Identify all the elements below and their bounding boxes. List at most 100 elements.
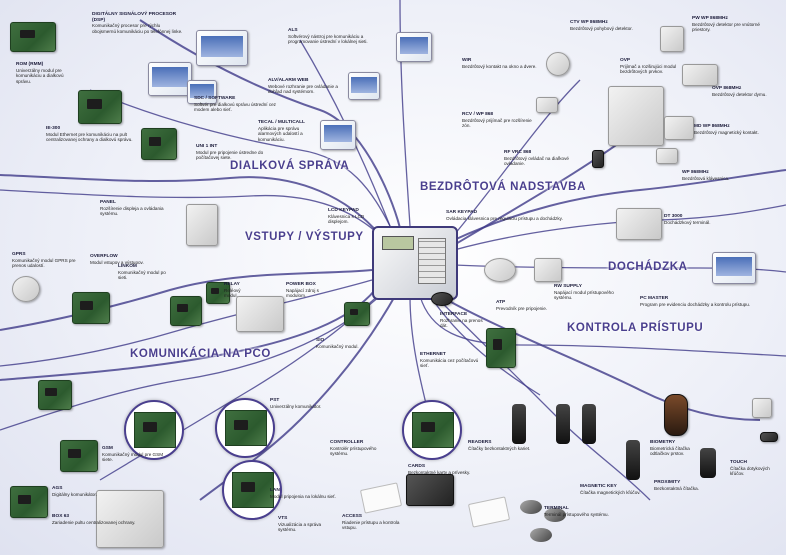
fob-1 [520,500,542,514]
controller-image [486,328,516,368]
pc-master-image [712,252,756,284]
pir-detector-image [660,26,684,52]
wire-path [0,189,386,241]
powerbox-image [236,296,284,332]
rom-module-image [10,22,56,52]
wire-path [0,279,373,367]
fob-2 [544,508,566,522]
wire-path [453,79,581,236]
section-attendance: DOCHÁDZKA [608,261,688,273]
fob-3 [530,528,552,542]
wire-path [439,295,761,421]
ovp-receiver-image [608,86,664,146]
proximity-reader [700,448,716,478]
als-screen-image [396,32,432,62]
wire-path [0,289,376,381]
wire-path [0,269,373,331]
ie-module-image [78,90,122,124]
gsm-module-image [60,440,98,472]
wire-path [399,0,411,227]
wireless-key-image [656,148,678,164]
lcd-display [382,236,414,250]
wire-path [89,89,393,231]
label-rom: ROM (RMM)Univerzálny modul pre komunikác… [16,62,64,84]
wire-path [0,295,381,431]
biometric-reader-image [664,394,688,436]
siren-image [12,276,40,302]
section-wireless: BEZDRÔTOVÁ NADSTAVBA [420,181,586,193]
wireless-contact-image [536,97,558,113]
sio-module-image [344,302,370,326]
section-pc-communication: KOMUNIKÁCIA NA PCO [130,348,271,360]
gsm-module-circle [124,400,184,460]
section-access-control: KONTROLA PRÍSTUPU [567,322,704,334]
smoke-detector-image [682,64,718,86]
section-io: VSTUPY / VÝSTUPY [245,231,364,243]
wire-path [0,174,381,236]
reader-1 [512,404,526,444]
wire-path [434,295,651,501]
gprs-module-image [38,380,72,410]
sdc-screen-image [187,80,217,104]
keypad [418,238,446,284]
wire-path [453,169,786,241]
uni-module-image [141,128,177,160]
section-remote: DIALKOVÁ SPRÁVA [230,160,350,172]
overflow-module-image [170,296,202,326]
remote-fob-image [592,150,604,168]
io-panel-image [186,204,218,246]
terminal-image [406,474,454,506]
reader-3 [582,404,596,444]
touch-reader-image [752,398,772,418]
reader-2 [556,404,570,444]
dsp-software-image [196,30,248,66]
lan-module-circle [215,398,275,458]
magnetic-contact-image [664,116,694,140]
pst-module-circle [222,460,282,520]
dt-terminal-image [616,208,662,240]
sdc-software-image [148,62,192,96]
reader-fob-image [431,292,453,306]
alv-screen-image [348,72,380,100]
central-control-unit [372,226,458,300]
relay-module-image [206,282,230,304]
ags-module-image [10,486,48,518]
pco-box-image [96,490,164,548]
reader-4 [626,440,640,480]
